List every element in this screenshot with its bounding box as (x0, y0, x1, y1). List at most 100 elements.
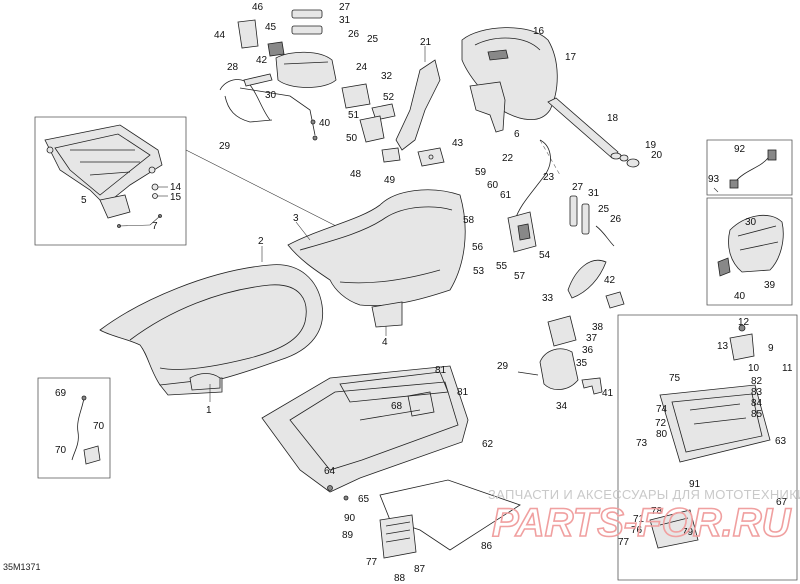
callout: 86 (481, 541, 493, 552)
bin-87 (379, 514, 417, 559)
callout: 51 (348, 110, 360, 121)
pad-27-31 (291, 9, 323, 35)
callout: 27 (339, 2, 351, 13)
callout: 42 (256, 55, 268, 66)
hinge-52 (371, 103, 396, 121)
callout: 90 (344, 513, 356, 524)
callout: 30 (265, 90, 277, 101)
plate-44 (237, 19, 259, 49)
callout: 33 (542, 293, 554, 304)
callout: 58 (463, 215, 475, 226)
callout: 72 (655, 418, 667, 429)
cable-69 (71, 395, 101, 465)
reference-code: 35M1371 (3, 562, 41, 572)
callout: 46 (252, 2, 264, 13)
washers-19-20 (619, 154, 640, 168)
callout: 16 (533, 26, 545, 37)
callout: 38 (592, 322, 604, 333)
callout: 65 (358, 494, 370, 505)
screw-29b (517, 371, 539, 376)
callout: 69 (55, 388, 67, 399)
spring-25-26 (595, 225, 615, 247)
callout: 54 (539, 250, 551, 261)
callout: 61 (500, 190, 512, 201)
callout: 67 (776, 497, 788, 508)
callout: 75 (669, 373, 681, 384)
housing-34 (539, 315, 579, 390)
backrest-pad-17 (461, 27, 558, 121)
backrest-plate-6 (469, 81, 506, 133)
callout: 78 (651, 506, 663, 517)
watermark-text: ЗАПЧАСТИ И АКСЕССУАРЫ ДЛЯ МОТОТЕХНИКИ (488, 487, 800, 502)
bracket-39 (717, 214, 784, 277)
callout: 53 (473, 266, 485, 277)
callout: 25 (367, 34, 379, 45)
callout: 63 (775, 436, 787, 447)
driver-seat-2 (99, 264, 324, 396)
callout: 9 (768, 343, 774, 354)
inset-box-cable (37, 377, 111, 479)
callout: 82 (751, 376, 763, 387)
callout: 52 (383, 92, 395, 103)
callout: 31 (588, 188, 600, 199)
callout: 81 (457, 387, 469, 398)
backrest-bar-18 (547, 97, 622, 160)
callout: 31 (339, 15, 351, 26)
plate-43 (417, 147, 445, 167)
callout: 2 (258, 236, 264, 247)
callout: 62 (482, 439, 494, 450)
callout: 73 (636, 438, 648, 449)
callout: 18 (607, 113, 619, 124)
seat-base-frame (44, 124, 163, 219)
callout: 77 (618, 537, 630, 548)
callout: 87 (414, 564, 426, 575)
callout: 81 (435, 365, 447, 376)
callout: 45 (265, 22, 277, 33)
cover-24 (275, 51, 337, 88)
callout: 26 (610, 214, 622, 225)
lock-56 (507, 211, 537, 253)
latch-9 (729, 324, 755, 361)
callout: 20 (651, 150, 663, 161)
clip-42 (267, 41, 285, 57)
callout: 49 (384, 175, 396, 186)
grab-strap-33 (567, 259, 625, 309)
callout: 43 (452, 138, 464, 149)
callout: 28 (227, 62, 239, 73)
callout: 80 (656, 429, 668, 440)
passenger-seat-3 (287, 189, 466, 328)
callout: 50 (346, 133, 358, 144)
callout: 40 (319, 118, 331, 129)
callout: 55 (496, 261, 508, 272)
callout: 26 (348, 29, 360, 40)
callout: 89 (342, 530, 354, 541)
frame-28 (219, 79, 318, 141)
guide-line-a (539, 139, 561, 176)
callout: 34 (556, 401, 568, 412)
callout: 13 (717, 341, 729, 352)
harness-92 (713, 149, 777, 193)
callout: 22 (502, 153, 514, 164)
pin-49 (381, 147, 401, 163)
panel-68 (407, 391, 435, 417)
callout: 48 (350, 169, 362, 180)
callout: 39 (764, 280, 776, 291)
callout: 19 (645, 140, 657, 151)
callout: 32 (381, 71, 393, 82)
callout: 3 (293, 213, 299, 224)
callout: 24 (356, 62, 368, 73)
callout: 83 (751, 387, 763, 398)
callout: 11 (782, 363, 793, 374)
callout: 25 (598, 204, 610, 215)
fastener-14 (151, 183, 168, 191)
callout: 41 (602, 388, 614, 399)
callout: 60 (487, 180, 499, 191)
callout: 5 (81, 195, 87, 206)
fastener-15 (152, 193, 168, 199)
callout: 1 (206, 405, 212, 416)
bolt-40 (310, 119, 316, 125)
storage-tray-62 (261, 365, 469, 493)
callout: 10 (748, 363, 760, 374)
fastener-64 (327, 485, 333, 491)
callout: 30 (745, 217, 757, 228)
